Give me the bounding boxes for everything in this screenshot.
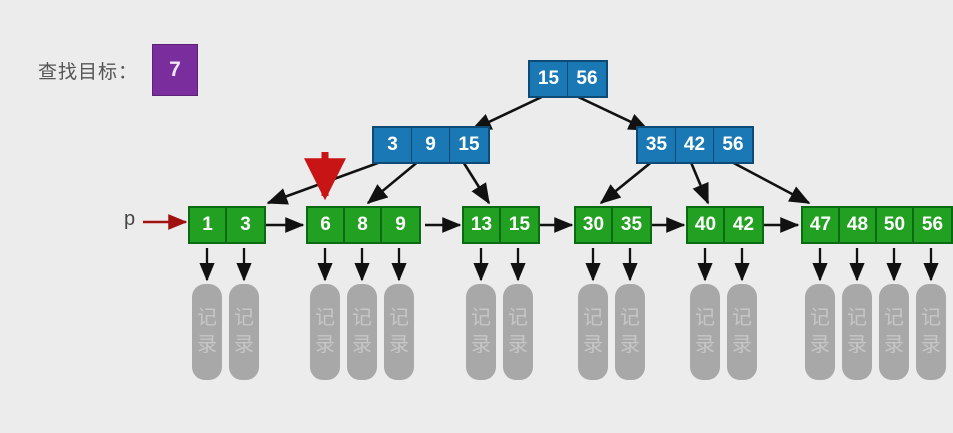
record-box: 记 录 [466,284,496,380]
record-char: 录 [732,334,752,356]
leaf-key-cell: 47 [803,208,840,242]
record-char: 记 [352,307,372,329]
record-char: 记 [471,307,491,329]
leaf-key-cell: 50 [877,208,914,242]
record-char: 录 [352,334,372,356]
root-key-cell: 15 [530,62,568,96]
internal-node-right[interactable]: 35 42 56 [636,126,754,164]
record-box: 记 录 [615,284,645,380]
leaf-node-4[interactable]: 30 35 [574,206,652,244]
record-char: 录 [508,334,528,356]
internal-key-cell: 15 [450,128,488,162]
internal-key-cell: 3 [374,128,412,162]
record-box: 记 录 [578,284,608,380]
leaf-to-record-links [199,248,939,282]
leaf-node-5[interactable]: 40 42 [686,206,764,244]
record-char: 记 [810,307,830,329]
record-box: 记 录 [727,284,757,380]
record-box: 记 录 [310,284,340,380]
record-char: 记 [695,307,715,329]
record-char: 录 [847,334,867,356]
record-char: 记 [315,307,335,329]
record-box: 记 录 [916,284,946,380]
record-box: 记 录 [842,284,872,380]
leaf-key-cell: 9 [382,208,419,242]
record-char: 录 [884,334,904,356]
record-char: 录 [695,334,715,356]
record-char: 记 [847,307,867,329]
edge-internal-right-to-leaves [599,158,811,205]
record-box: 记 录 [690,284,720,380]
record-char: 录 [389,334,409,356]
record-box: 记 录 [229,284,259,380]
leaf-key-cell: 40 [688,208,725,242]
internal-node-left[interactable]: 3 9 15 [372,126,490,164]
leaf-key-cell: 35 [613,208,650,242]
internal-key-cell: 9 [412,128,450,162]
leaf-key-cell: 56 [914,208,951,242]
leaf-node-2[interactable]: 6 8 9 [306,206,421,244]
leaf-key-cell: 42 [725,208,762,242]
internal-key-cell: 42 [676,128,714,162]
record-char: 录 [620,334,640,356]
record-char: 录 [234,334,254,356]
record-char: 记 [508,307,528,329]
leaf-key-cell: 13 [464,208,501,242]
record-char: 记 [884,307,904,329]
edge-internal-left-to-leaves [266,158,491,205]
search-target-area: 查找目标： 7 [38,44,199,96]
leaf-key-cell: 15 [501,208,538,242]
leaf-key-cell: 3 [227,208,264,242]
search-target-label: 查找目标： [38,61,139,83]
record-box: 记 录 [503,284,533,380]
leaf-key-cell: 1 [190,208,227,242]
search-target-value: 7 [152,44,199,96]
record-box: 记 录 [192,284,222,380]
record-box: 记 录 [384,284,414,380]
pointer-label: p [124,208,136,230]
record-char: 录 [315,334,335,356]
record-char: 记 [921,307,941,329]
record-char: 录 [471,334,491,356]
internal-key-cell: 35 [638,128,676,162]
leaf-node-3[interactable]: 13 15 [462,206,540,244]
leaf-key-cell: 8 [345,208,382,242]
leaf-key-cell: 30 [576,208,613,242]
root-key-cell: 56 [568,62,606,96]
record-char: 记 [732,307,752,329]
leaf-node-1[interactable]: 1 3 [188,206,266,244]
record-box: 记 录 [879,284,909,380]
record-char: 记 [197,307,217,329]
record-char: 记 [389,307,409,329]
record-char: 录 [583,334,603,356]
root-node[interactable]: 15 56 [528,60,608,98]
internal-key-cell: 56 [714,128,752,162]
edge-root-to-internal [470,92,650,132]
record-char: 录 [810,334,830,356]
leaf-key-cell: 48 [840,208,877,242]
record-char: 记 [583,307,603,329]
record-char: 记 [620,307,640,329]
record-char: 录 [197,334,217,356]
record-char: 记 [234,307,254,329]
record-box: 记 录 [347,284,377,380]
record-char: 录 [921,334,941,356]
leaf-node-6[interactable]: 47 48 50 56 [801,206,953,244]
record-box: 记 录 [805,284,835,380]
leaf-key-cell: 6 [308,208,345,242]
